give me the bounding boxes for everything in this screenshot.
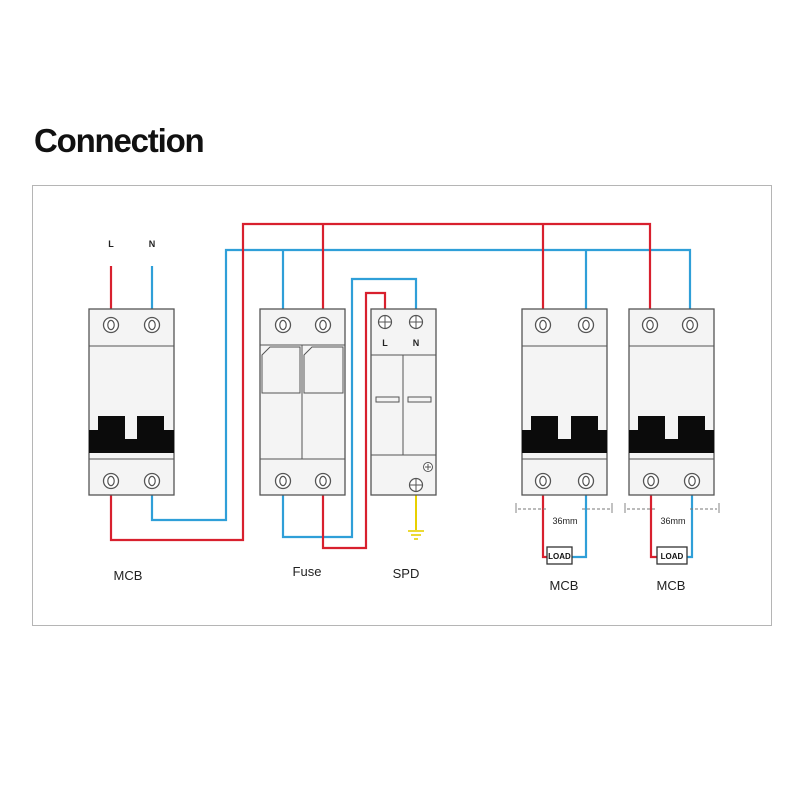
spd-label: SPD <box>393 566 420 581</box>
earth-wire <box>408 493 424 540</box>
fuse-holder <box>259 308 346 496</box>
load-1-label: LOAD <box>548 552 571 561</box>
earth-terminal-icon <box>423 462 433 472</box>
breaker-handle-icon[interactable] <box>522 416 607 453</box>
spd-neutral-terminal-label: N <box>413 338 420 348</box>
mcb-out-1-width: 36mm <box>552 516 577 526</box>
dimension-arrow-icon <box>624 503 720 513</box>
supply-neutral-label: N <box>149 239 156 249</box>
supply-live-label: L <box>108 239 114 249</box>
load-1-box <box>546 546 573 565</box>
dimension-arrow-icon <box>515 503 613 513</box>
fuse-label: Fuse <box>293 564 322 579</box>
mcb-out-2 <box>628 308 715 496</box>
diagram-frame <box>32 185 772 626</box>
live-wires <box>109 222 657 559</box>
page-title: Connection <box>34 122 205 159</box>
load-2-label: LOAD <box>661 552 684 561</box>
spd <box>370 308 437 496</box>
mcb-out-2-label: MCB <box>657 578 686 593</box>
mcb-out-1-label: MCB <box>550 578 579 593</box>
spd-live-terminal-label: L <box>382 338 388 348</box>
mcb-out-2-width: 36mm <box>660 516 685 526</box>
mcb-main <box>88 308 175 496</box>
breaker-handle-icon[interactable] <box>629 416 714 453</box>
earth-symbol-icon <box>408 530 424 540</box>
load-2-box <box>656 546 688 565</box>
mcb-main-label: MCB <box>114 568 143 583</box>
mcb-out-1 <box>521 308 608 496</box>
breaker-handle-icon[interactable] <box>89 416 174 453</box>
